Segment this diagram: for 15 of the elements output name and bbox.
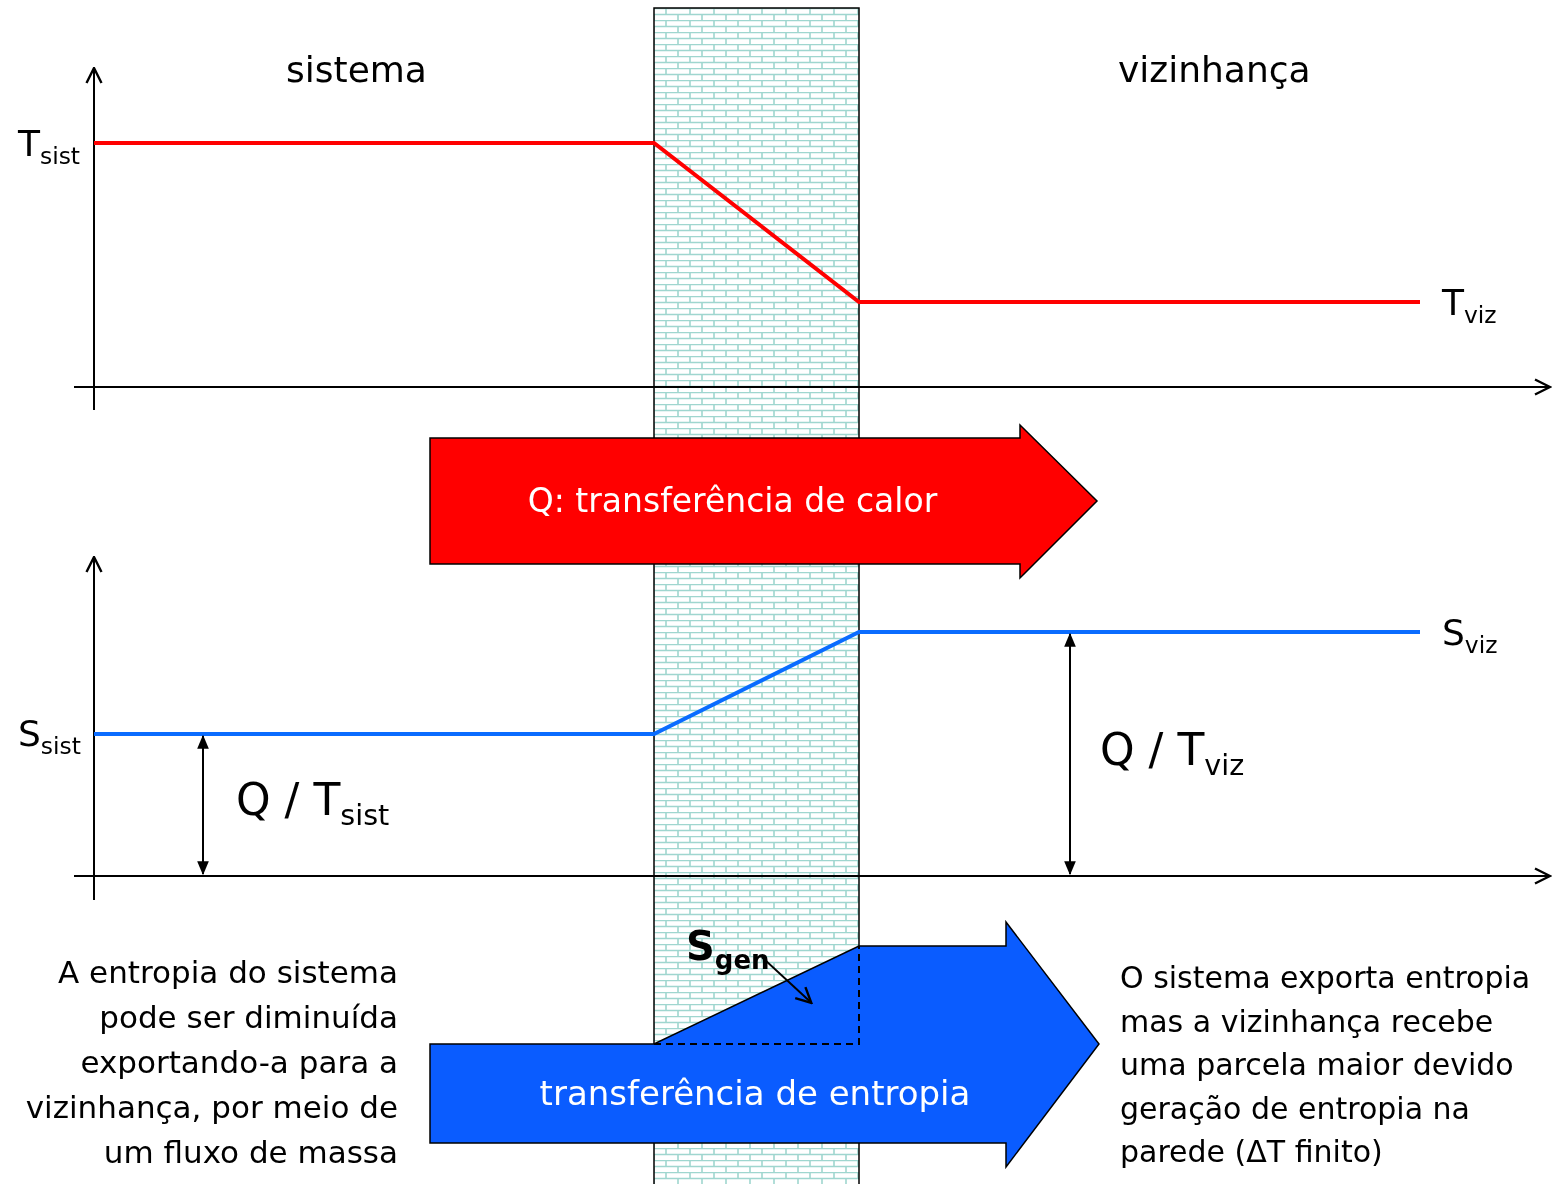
entropy-transfer-arrow: [430, 922, 1099, 1167]
axis-label: S$_{viz}$: [1442, 615, 1498, 658]
region-label: sistema: [286, 52, 427, 88]
heat-transfer-arrow: [430, 425, 1097, 578]
note-text: O sistema exporta entropia mas a vizinhança recebe uma parcela maior devido geração de entropia na parede (ΔT finito): [1120, 959, 1532, 1171]
note-text: A entropia do sistema pode ser diminuída exportando-a para a vizinhança, por meio de um fluxo de massa: [24, 953, 398, 1172]
region-label: vizinhança: [1118, 52, 1311, 88]
axis-label: S$_{sist}$: [18, 716, 81, 759]
dimension-label: Q / T$_{sist}$: [236, 778, 390, 830]
arrow-label: transferência de entropia: [538, 1072, 972, 1115]
generated-entropy-label: S$_{gen}$: [686, 926, 770, 974]
axis-label: T$_{sist}$: [18, 126, 81, 169]
arrow-label: Q: transferência de calor: [526, 480, 939, 522]
dimension-label: Q / T$_{viz}$: [1100, 728, 1245, 780]
axis-label: T$_{viz}$: [1442, 285, 1497, 328]
